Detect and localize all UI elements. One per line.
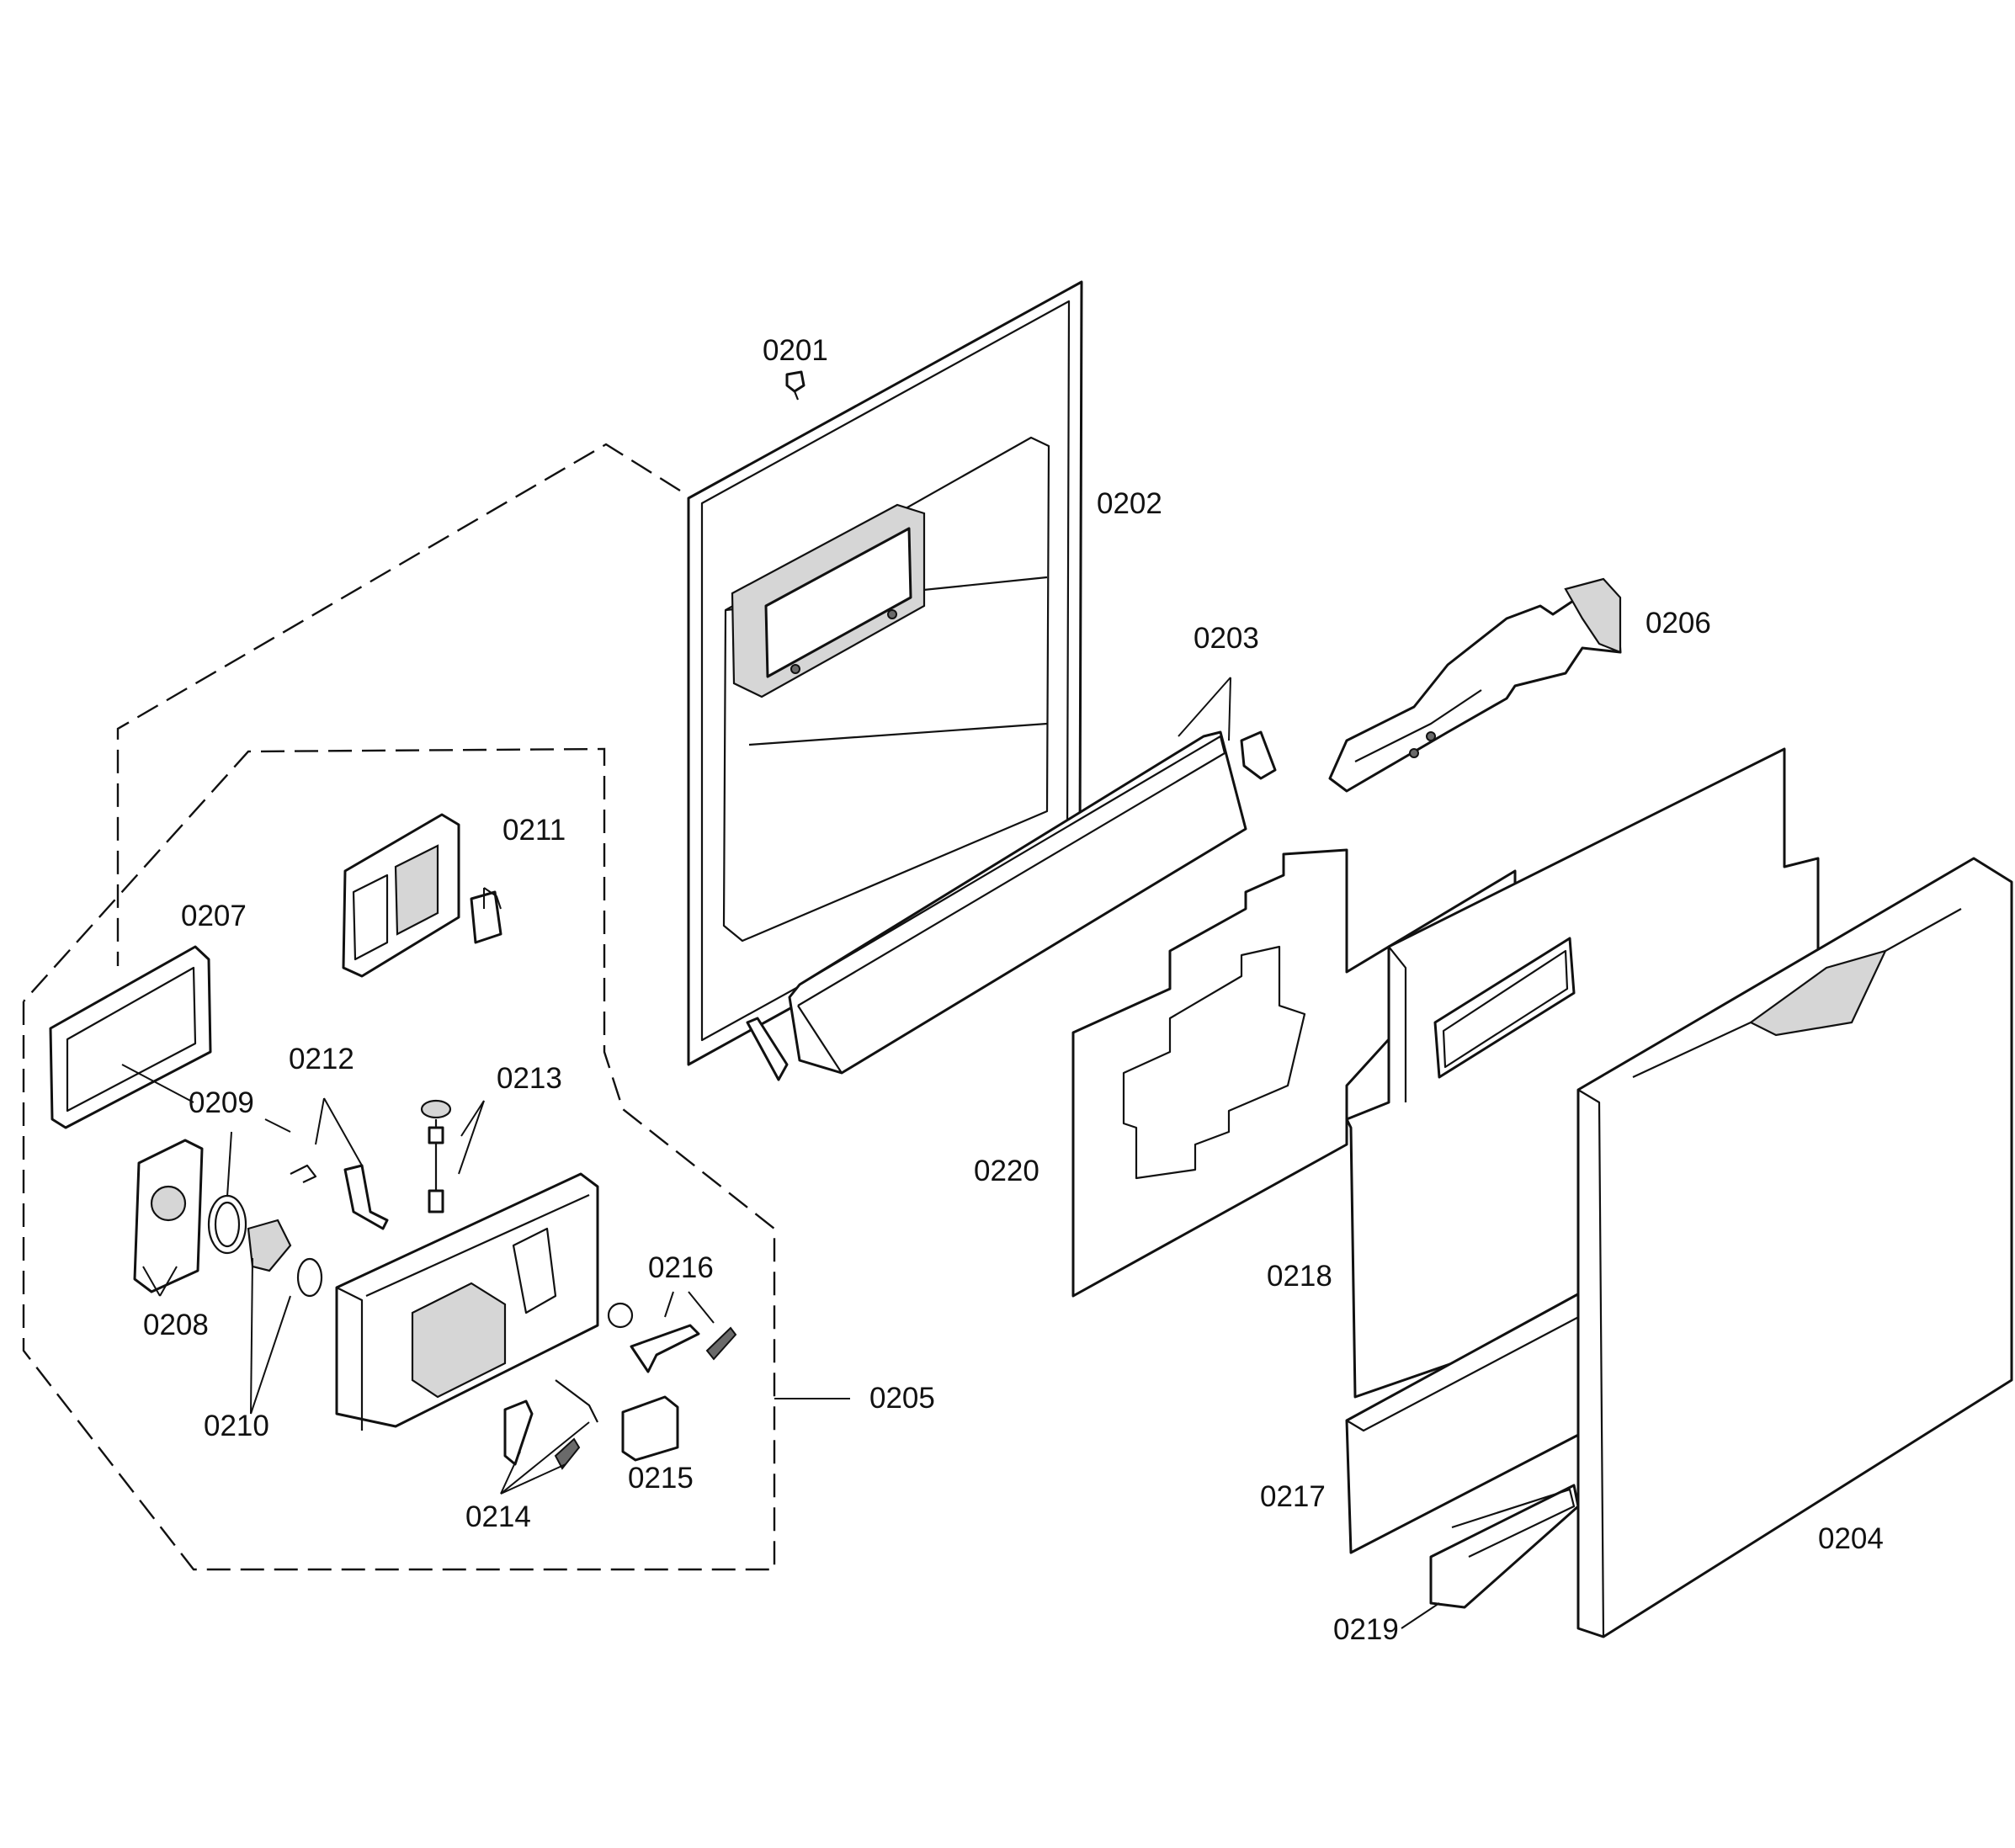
label-0207: 0207	[181, 900, 247, 932]
part-0219-handle	[1429, 1484, 1580, 1609]
part-0210-bearing	[247, 1219, 323, 1298]
label-0209: 0209	[189, 1086, 254, 1119]
label-0219: 0219	[1333, 1613, 1399, 1646]
label-0211: 0211	[502, 814, 566, 847]
label-0217: 0217	[1260, 1480, 1326, 1513]
label-0208: 0208	[143, 1309, 209, 1341]
part-0202-inner-door	[687, 280, 1083, 1066]
label-0213: 0213	[497, 1062, 562, 1095]
leader-lines	[121, 677, 1440, 1629]
label-0202: 0202	[1097, 487, 1162, 520]
outer-dashed-outline-left	[22, 747, 776, 1571]
label-0205: 0205	[869, 1382, 935, 1415]
part-0212-spring	[290, 1164, 389, 1230]
label-0210: 0210	[204, 1410, 269, 1442]
part-0203-trim-strip	[746, 730, 1277, 1081]
label-0201: 0201	[763, 334, 828, 367]
label-0220: 0220	[974, 1155, 1039, 1187]
part-0214-levers	[503, 1379, 598, 1470]
part-0204-front-panel	[1576, 857, 2013, 1638]
label-0212: 0212	[289, 1043, 354, 1075]
part-0201-clip	[785, 370, 805, 401]
part-0211-cover	[342, 813, 502, 978]
part-0206-hinge-bracket	[1328, 577, 1622, 793]
part-dispenser-body	[335, 1172, 599, 1431]
part-0215-switch	[621, 1395, 679, 1462]
label-0203: 0203	[1194, 622, 1259, 655]
part-0213-plunger	[420, 1099, 452, 1213]
part-0207-frame	[49, 945, 212, 1129]
label-0206: 0206	[1645, 607, 1711, 640]
part-0216-parts	[607, 1302, 737, 1373]
label-0218: 0218	[1267, 1260, 1332, 1293]
part-0209-ring	[207, 1194, 247, 1255]
label-0215: 0215	[628, 1462, 694, 1495]
outer-dashed-outline	[116, 443, 681, 966]
part-0208-housing	[133, 1139, 204, 1293]
part-labels: 0201 0202 0203 0206 0211 0207 0212 0213 …	[143, 334, 1884, 1646]
label-0216: 0216	[648, 1251, 714, 1284]
label-0214: 0214	[465, 1500, 531, 1533]
label-0204: 0204	[1818, 1522, 1884, 1555]
